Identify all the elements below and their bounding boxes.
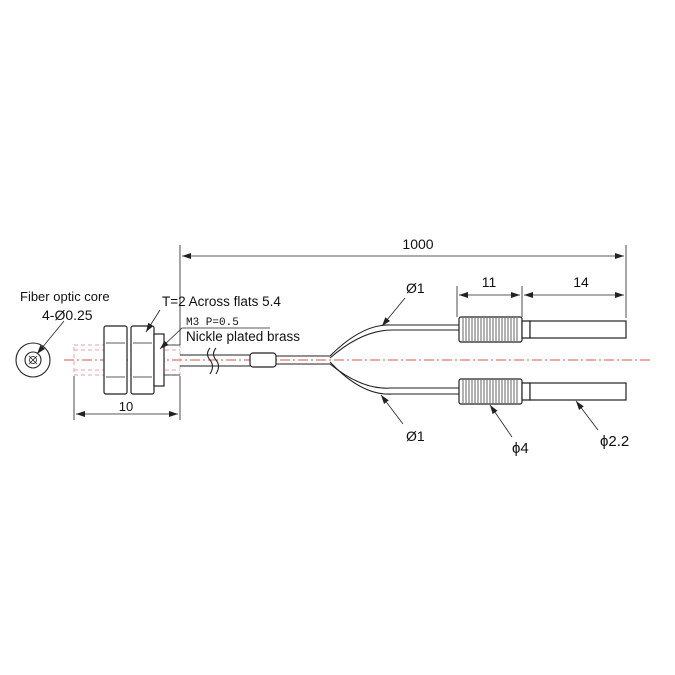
end-view-circle — [15, 342, 51, 378]
sleeve-dia: ϕ2.2 — [600, 433, 629, 450]
core-spec: 4-Ø0.25 — [42, 307, 93, 323]
lower-fiber-branch — [329, 361, 460, 395]
lower-connector — [458, 378, 627, 405]
fiber-dia-top: Ø1 — [406, 280, 425, 296]
nut-spec: T=2 Across flats 5.4 — [162, 294, 281, 309]
splitter — [249, 352, 277, 368]
dim-head-length: 10 — [119, 399, 133, 414]
material-label: Nickle plated brass — [186, 329, 300, 344]
upper-fiber-branch — [329, 324, 460, 359]
core-title: Fiber optic core — [20, 289, 110, 304]
fiber-dia-bottom: Ø1 — [406, 428, 425, 444]
core-leader-line — [36, 320, 65, 355]
thread-spec: M3 P=0.5 — [186, 317, 239, 329]
dim-connector-head: 11 — [482, 274, 497, 290]
dim-total: 1000 — [402, 236, 433, 252]
sensor-head — [73, 325, 181, 395]
upper-connector — [458, 316, 627, 343]
connector-dia: ϕ4 — [512, 440, 529, 457]
dim-connector-tail: 14 — [573, 274, 589, 290]
